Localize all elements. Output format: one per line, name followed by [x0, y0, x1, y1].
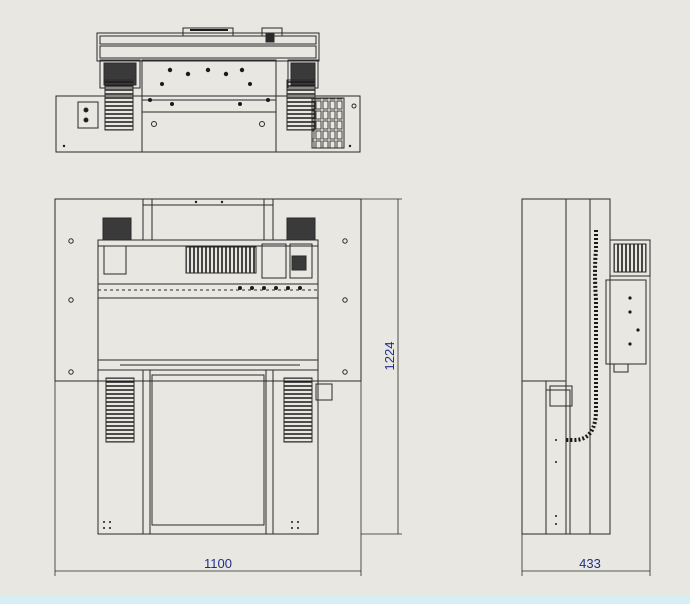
side-motor-box — [609, 239, 651, 277]
bottom-strip — [0, 596, 690, 604]
top-right-chain — [286, 79, 316, 131]
front-right-chain — [283, 377, 313, 443]
top-base-plate — [55, 95, 361, 153]
front-left-chain — [105, 377, 135, 443]
side-drag-chain — [566, 230, 598, 442]
front-head — [97, 297, 319, 361]
top-left-chain — [104, 79, 134, 131]
dim-front-height: 1224 — [382, 342, 397, 371]
dim-side-width: 433 — [579, 556, 601, 571]
side-main-plate — [521, 198, 567, 382]
dim-front-width: 1100 — [204, 556, 232, 571]
top-center-block — [141, 59, 277, 113]
side-column — [565, 198, 611, 535]
front-view — [54, 198, 362, 535]
dimension-lines — [54, 198, 651, 576]
top-gantry-frame — [96, 32, 320, 62]
front-rail — [97, 283, 319, 299]
top-terminal-block — [311, 97, 345, 149]
side-head — [605, 279, 647, 365]
side-view — [521, 198, 651, 535]
top-view — [55, 27, 361, 153]
